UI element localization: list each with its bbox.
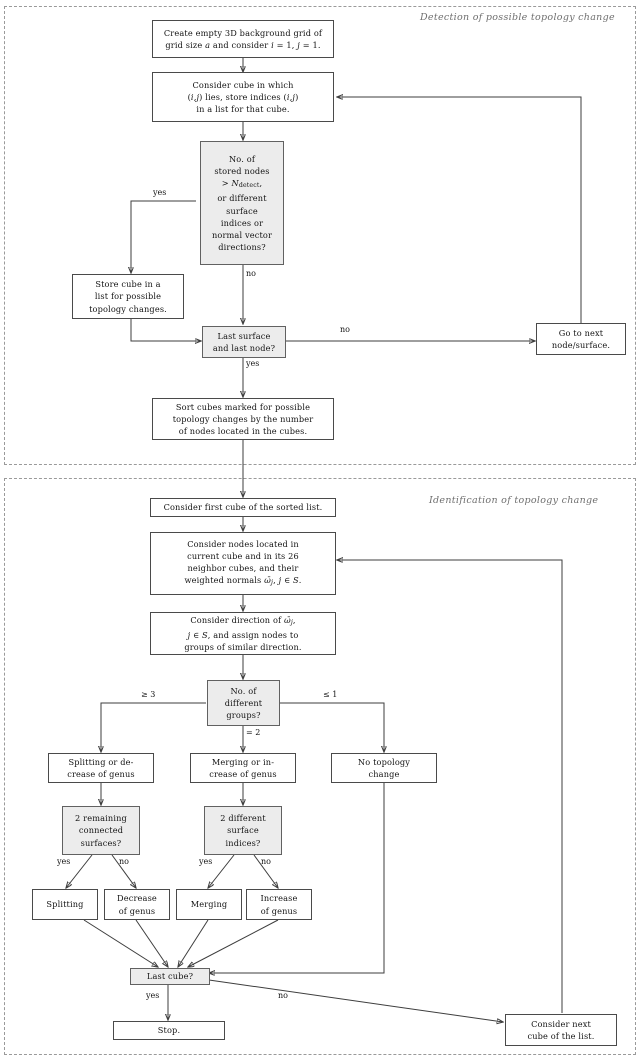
node-consider-direction-label: Consider direction of ω̄j, j ∈ S, and as… bbox=[184, 614, 302, 653]
edge-label-yes-last-cube: yes bbox=[146, 991, 160, 1000]
edge-label-no-stored-nodes: no bbox=[246, 269, 256, 278]
identification-panel bbox=[4, 478, 636, 1055]
node-merging-increase[interactable]: Merging or in- crease of genus bbox=[190, 753, 296, 783]
node-decrease-genus[interactable]: Decrease of genus bbox=[104, 889, 170, 920]
node-two-indices-test-label: 2 different surface indices? bbox=[220, 813, 266, 848]
node-stored-nodes-test-label: No. of stored nodes > Ndetect, or differ… bbox=[211, 153, 273, 253]
edge-label-yes-last-surface: yes bbox=[246, 359, 260, 368]
edge-label-no-two-surfaces: no bbox=[119, 857, 129, 866]
node-consider-cube-label: Consider cube in which (i,j) lies, store… bbox=[187, 79, 299, 115]
node-stop-label: Stop. bbox=[157, 1025, 181, 1036]
node-two-surfaces-test-label: 2 remaining connected surfaces? bbox=[75, 813, 127, 848]
edge-label-yes-two-surfaces: yes bbox=[57, 857, 71, 866]
node-store-cube[interactable]: Store cube in a list for possible topolo… bbox=[72, 274, 184, 319]
node-no-topology-change[interactable]: No topology change bbox=[331, 753, 437, 783]
node-stored-nodes-test[interactable]: No. of stored nodes > Ndetect, or differ… bbox=[200, 141, 284, 265]
node-create-grid-label: Create empty 3D background grid of grid … bbox=[163, 27, 323, 50]
node-consider-nodes[interactable]: Consider nodes located in current cube a… bbox=[150, 532, 336, 595]
node-sort-cubes-label: Sort cubes marked for possible topology … bbox=[172, 401, 314, 437]
node-groups-test[interactable]: No. of different groups? bbox=[207, 680, 280, 726]
node-consider-next-cube-label: Consider next cube of the list. bbox=[527, 1018, 595, 1041]
node-consider-cube[interactable]: Consider cube in which (i,j) lies, store… bbox=[152, 72, 334, 122]
node-splitting-decrease-label: Splitting or de- crease of genus bbox=[67, 756, 135, 779]
edge-label-yes-two-indices: yes bbox=[199, 857, 213, 866]
node-increase-genus[interactable]: Increase of genus bbox=[246, 889, 312, 920]
node-go-next-node[interactable]: Go to next node/surface. bbox=[536, 323, 626, 355]
node-last-surface-test-label: Last surface and last node? bbox=[212, 330, 276, 353]
node-stop[interactable]: Stop. bbox=[113, 1021, 225, 1040]
edge-label-no-last-cube: no bbox=[278, 991, 288, 1000]
node-two-surfaces-test[interactable]: 2 remaining connected surfaces? bbox=[62, 806, 140, 855]
node-consider-nodes-label: Consider nodes located in current cube a… bbox=[184, 538, 302, 587]
node-groups-test-label: No. of different groups? bbox=[224, 685, 263, 721]
node-consider-first-cube-label: Consider first cube of the sorted list. bbox=[163, 502, 323, 513]
node-go-next-node-label: Go to next node/surface. bbox=[551, 327, 611, 350]
node-last-cube-test-label: Last cube? bbox=[146, 971, 194, 982]
node-merging[interactable]: Merging bbox=[176, 889, 242, 920]
node-splitting[interactable]: Splitting bbox=[32, 889, 98, 920]
node-two-indices-test[interactable]: 2 different surface indices? bbox=[204, 806, 282, 855]
edge-label-no-two-indices: no bbox=[261, 857, 271, 866]
node-consider-next-cube[interactable]: Consider next cube of the list. bbox=[505, 1014, 617, 1046]
edge-label-yes-store-cube: yes bbox=[153, 188, 167, 197]
detection-panel-label: Detection of possible topology change bbox=[420, 12, 615, 23]
node-consider-direction[interactable]: Consider direction of ω̄j, j ∈ S, and as… bbox=[150, 612, 336, 655]
node-last-cube-test[interactable]: Last cube? bbox=[130, 968, 210, 985]
node-merging-increase-label: Merging or in- crease of genus bbox=[209, 756, 277, 779]
detection-panel bbox=[4, 6, 636, 465]
node-splitting-decrease[interactable]: Splitting or de- crease of genus bbox=[48, 753, 154, 783]
node-splitting-label: Splitting bbox=[46, 899, 84, 910]
node-no-topology-change-label: No topology change bbox=[357, 756, 411, 779]
edge-label-no-last-surface: no bbox=[340, 325, 350, 334]
edge-label-le-one-group: ≤ 1 bbox=[323, 690, 338, 699]
edge-label-ge-three-groups: ≥ 3 bbox=[141, 690, 156, 699]
edge-label-eq-two-groups: = 2 bbox=[246, 728, 261, 737]
node-store-cube-label: Store cube in a list for possible topolo… bbox=[89, 279, 167, 314]
node-sort-cubes[interactable]: Sort cubes marked for possible topology … bbox=[152, 398, 334, 440]
identification-panel-label: Identification of topology change bbox=[429, 495, 599, 506]
node-increase-genus-label: Increase of genus bbox=[260, 893, 298, 916]
node-decrease-genus-label: Decrease of genus bbox=[117, 893, 157, 916]
node-last-surface-test[interactable]: Last surface and last node? bbox=[202, 326, 286, 358]
node-merging-label: Merging bbox=[190, 899, 228, 910]
node-consider-first-cube[interactable]: Consider first cube of the sorted list. bbox=[150, 498, 336, 517]
node-create-grid[interactable]: Create empty 3D background grid of grid … bbox=[152, 20, 334, 58]
